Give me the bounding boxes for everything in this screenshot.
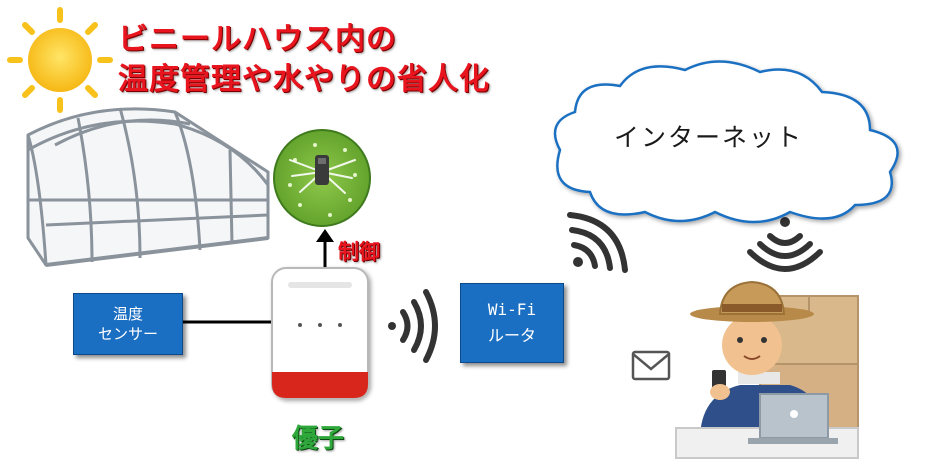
sprinkler-icon [273,129,371,227]
greenhouse-icon [26,107,270,267]
device-label: 優子 [292,424,345,454]
wifi-signal-icon [747,217,823,272]
temperature-sensor-box: 温度 センサー [73,293,183,355]
wifi-signal-icon [567,212,628,273]
router-label-line-2: ルータ [487,326,536,345]
title-line-1: ビニールハウス内の [118,22,397,57]
iot-device-icon [271,267,369,399]
mail-icon [631,350,671,381]
internet-label: インターネット [614,123,804,152]
wifi-router-box: Wi-Fi ルータ [460,283,564,363]
router-label-line-1: Wi-Fi [487,300,537,319]
sensor-label-line-1: 温度 [112,305,143,323]
title-line-2: 温度管理や水やりの省人化 [118,62,490,97]
wifi-signal-icon [388,289,438,363]
sun-icon [7,7,113,113]
control-arrow [316,229,334,272]
laptop-icon [675,393,859,459]
control-label: 制御 [338,240,380,264]
sensor-label-line-2: センサー [97,325,158,343]
cloud-icon [553,60,899,224]
